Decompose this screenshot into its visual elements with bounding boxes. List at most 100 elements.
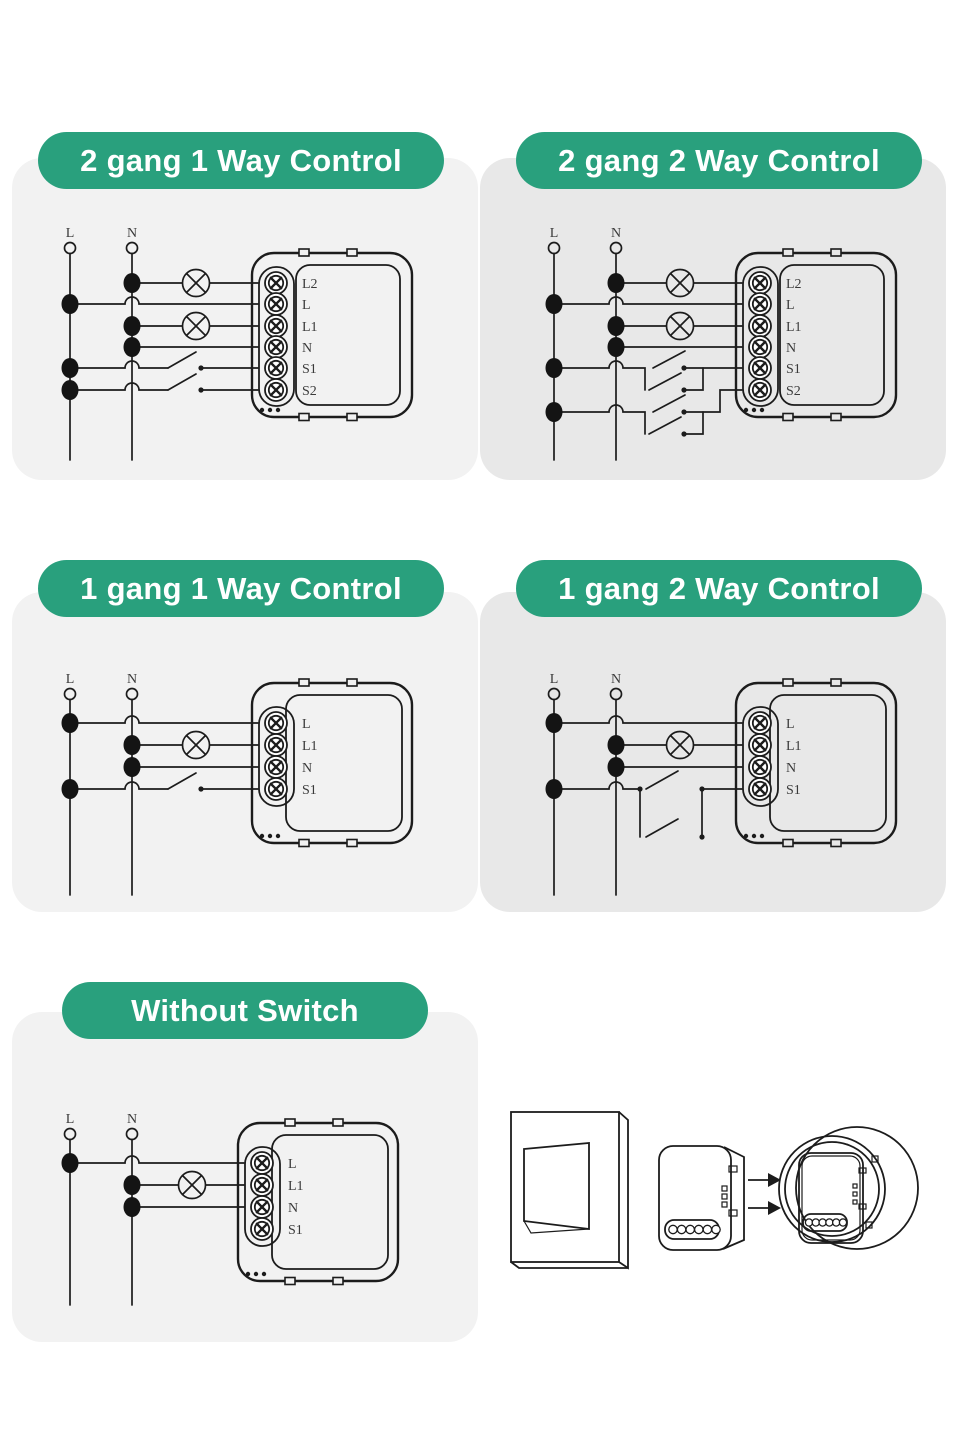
- terminal-label: L2: [302, 277, 318, 292]
- terminal-label: S2: [302, 384, 317, 399]
- wire-label-L: L: [550, 672, 559, 687]
- smart-module: L2 L L1 N S1 S2: [734, 248, 898, 422]
- panel-2gang-2way: [480, 158, 946, 480]
- lamp-icon: [181, 730, 211, 760]
- terminal-label: S1: [302, 783, 317, 798]
- supply-terminal-icon: [609, 241, 623, 255]
- title-text: 1 gang 2 Way Control: [558, 570, 880, 606]
- terminal-screw-icon: [747, 776, 773, 802]
- supply-terminal-icon: [547, 687, 561, 701]
- terminal-screw-icon: [263, 754, 289, 780]
- arrow-icon: [748, 1173, 781, 1187]
- title-text: Without Switch: [131, 992, 359, 1028]
- diagram-without-switch: L N: [61, 1112, 400, 1306]
- supply-terminal-icon: [63, 687, 77, 701]
- title-text: 1 gang 1 Way Control: [80, 570, 402, 606]
- terminal-label: S1: [288, 1223, 303, 1238]
- round-junction-box: [778, 1126, 919, 1250]
- terminal-screw-icon: [747, 710, 773, 736]
- terminal-label: L1: [786, 320, 802, 335]
- lamp-icon: [181, 268, 211, 298]
- wire: [553, 781, 641, 790]
- supply-terminal-icon: [63, 241, 77, 255]
- lamp-icon: [665, 268, 695, 298]
- two-way-switch-icon: [637, 770, 705, 840]
- wire: [69, 296, 259, 305]
- junction-dots: [545, 273, 625, 422]
- wire: [683, 367, 704, 391]
- wire: [69, 360, 169, 369]
- panel-1gang-1way: [12, 592, 478, 912]
- terminal-label: L: [302, 717, 311, 732]
- title-pill-1gang-1way: 1 gang 1 Way Control: [38, 560, 444, 617]
- title-pill-1gang-2way: 1 gang 2 Way Control: [516, 560, 922, 617]
- wire: [553, 404, 646, 435]
- supply-terminal-icon: [125, 1127, 139, 1141]
- terminal-label: N: [786, 761, 796, 776]
- terminal-screw-icon: [747, 754, 773, 780]
- diagram-1gang-1way: L N: [61, 672, 414, 896]
- supply-terminal-icon: [125, 687, 139, 701]
- wire-label-N: N: [127, 1112, 137, 1127]
- wire: [69, 781, 169, 790]
- switch-icon: [167, 373, 204, 393]
- wire: [69, 382, 169, 391]
- two-way-switch-icon: [648, 350, 687, 393]
- diagram-2gang-2way: L N: [545, 226, 898, 461]
- supply-terminal-icon: [63, 1127, 77, 1141]
- terminal-label: N: [786, 341, 796, 356]
- smart-module: L L1 N S1: [734, 678, 898, 848]
- smart-module: L L1 N S1: [250, 678, 414, 848]
- terminal-screw-icon: [263, 355, 289, 381]
- terminal-label: L1: [302, 739, 318, 754]
- wire-label-L: L: [550, 226, 559, 241]
- junction-dots: [61, 713, 141, 799]
- wire: [69, 715, 259, 724]
- wire-label-L: L: [66, 226, 75, 241]
- lamp-icon: [177, 1170, 207, 1200]
- terminal-screw-icon: [263, 710, 289, 736]
- terminal-label: L1: [302, 320, 318, 335]
- two-way-switch-icon: [648, 394, 687, 437]
- terminal-screw-icon: [747, 334, 773, 360]
- arrow-icon: [748, 1201, 781, 1215]
- terminal-label: L: [288, 1157, 297, 1172]
- title-pill-2gang-1way: 2 gang 1 Way Control: [38, 132, 444, 189]
- diagram-1gang-2way: L N: [545, 672, 898, 896]
- title-pill-2gang-2way: 2 gang 2 Way Control: [516, 132, 922, 189]
- terminal-screw-icon: [747, 313, 773, 339]
- terminal-screw-icon: [747, 270, 773, 296]
- wire: [553, 715, 743, 724]
- supply-terminal-icon: [125, 241, 139, 255]
- terminal-label: N: [302, 341, 312, 356]
- supply-terminal-icon: [609, 687, 623, 701]
- terminal-label: S1: [786, 362, 801, 377]
- terminal-screw-icon: [747, 355, 773, 381]
- terminal-label: L1: [288, 1179, 304, 1194]
- terminal-screw-icon: [263, 270, 289, 296]
- supply-terminal-icon: [547, 241, 561, 255]
- terminal-label: L: [786, 717, 795, 732]
- terminal-screw-icon: [263, 291, 289, 317]
- terminal-label: N: [302, 761, 312, 776]
- terminal-label: N: [288, 1201, 298, 1216]
- terminal-label: S1: [302, 362, 317, 377]
- panel-1gang-2way: [480, 592, 946, 912]
- terminal-label: L2: [786, 277, 802, 292]
- terminal-screw-icon: [249, 1194, 275, 1220]
- wire: [683, 389, 743, 413]
- diagram-2gang-1way: L N: [61, 226, 414, 461]
- terminal-screw-icon: [747, 732, 773, 758]
- terminal-screw-icon: [263, 776, 289, 802]
- terminal-screw-icon: [747, 291, 773, 317]
- lamp-icon: [181, 311, 211, 341]
- wall-switch: [510, 1111, 629, 1270]
- terminal-screw-icon: [249, 1216, 275, 1242]
- wire: [69, 1155, 245, 1164]
- wire-label-N: N: [127, 672, 137, 687]
- wire-label-N: N: [611, 672, 621, 687]
- wire: [553, 296, 743, 305]
- wire: [553, 360, 646, 391]
